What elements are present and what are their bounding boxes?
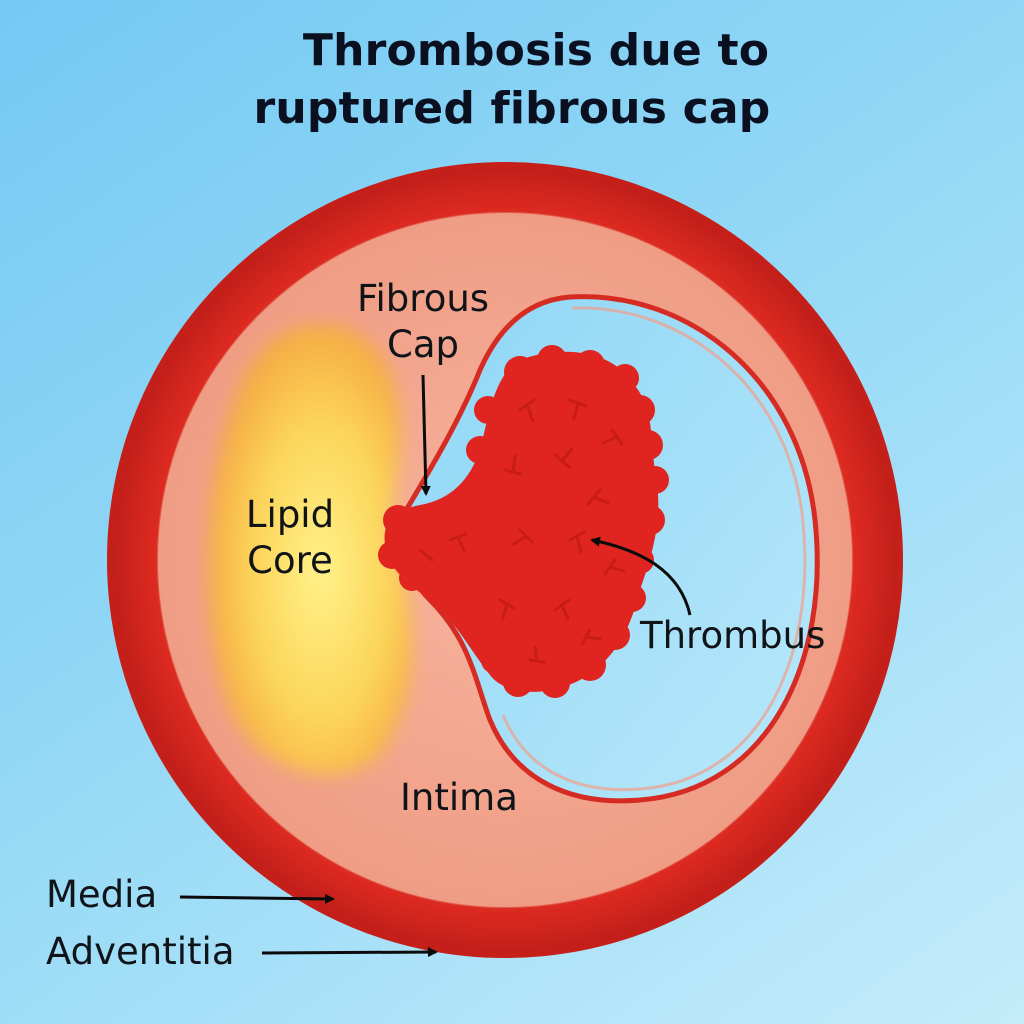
lumen-border-inner [501,306,807,792]
media-label: Media [46,873,158,916]
title-line-1: Thrombosis due to [302,25,770,76]
intima-label: Intima [400,776,518,819]
thrombus-texture [418,398,626,664]
fibrous-cap-label-line1: Fibrous [356,277,490,320]
thrombus-label: Thrombus [640,614,826,657]
diagram-title: Thrombosis due to ruptured fibrous cap [0,22,1024,138]
lipid-core-label-line2: Core [247,539,333,582]
thrombus [378,345,669,698]
lipid-core [208,324,413,776]
intima-inner-ring [156,211,854,909]
adventitia-label: Adventitia [46,930,235,973]
adventitia-arrow [261,947,438,958]
fibrous-cap-label: Fibrous Cap [340,276,506,368]
lipid-core-label-line1: Lipid [245,493,335,536]
lumen-border [398,294,820,804]
thrombus-arrow [590,536,692,616]
fibrous-cap-label-line2: Cap [387,323,459,366]
title-line-2: ruptured fibrous cap [253,83,771,134]
lipid-core-label: Lipid Core [228,492,352,584]
media-arrow [179,893,335,904]
fibrous-cap-arrow [420,374,431,496]
